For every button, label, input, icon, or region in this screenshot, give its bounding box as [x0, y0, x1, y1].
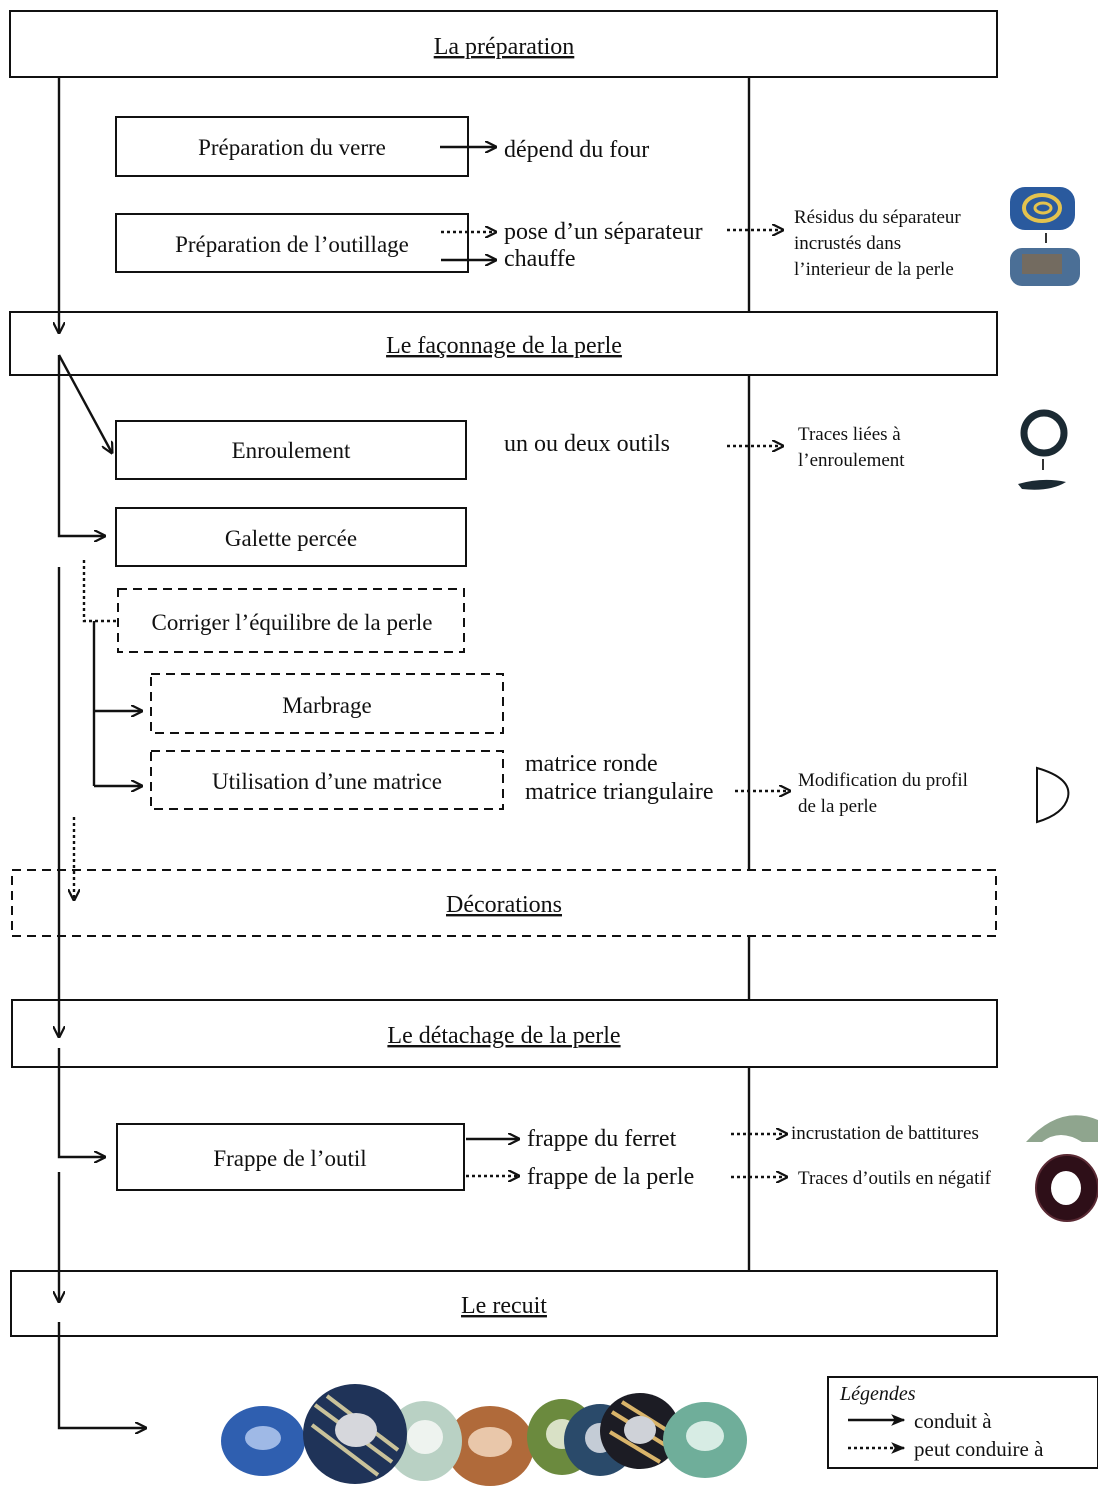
trace-residus-line3: l’interieur de la perle: [794, 259, 954, 280]
step-galette: Galette percée: [225, 526, 357, 551]
step-frappe-outil: Frappe de l’outil: [213, 1146, 366, 1171]
outcome-matrice-triangulaire: matrice triangulaire: [525, 779, 714, 805]
step-matrice: Utilisation d’une matrice: [212, 769, 442, 794]
trace-profil-line1: Modification du profil: [798, 770, 968, 791]
step-prep-outillage-box: [115, 213, 469, 273]
outcome-matrice-ronde: matrice ronde: [525, 751, 658, 777]
stage-decorations-title: Décorations: [446, 892, 562, 918]
legend: Légendes conduit à peut conduire à: [827, 1376, 1098, 1469]
stage-detachage-title: Le détachage de la perle: [387, 1023, 620, 1049]
step-prep-outillage: Préparation de l’outillage: [175, 232, 409, 257]
stage-faconnage-title: Le façonnage de la perle: [386, 333, 622, 359]
legend-title: Légendes: [839, 1383, 916, 1405]
flow-arrow: [57, 1048, 105, 1157]
bead-negatif-illustration: [1035, 1154, 1098, 1222]
trace-negatif: Traces d’outils en négatif: [798, 1168, 992, 1189]
optional-arrow: [82, 560, 132, 621]
finished-beads-illustration: [221, 1384, 747, 1486]
step-galette-box: [115, 507, 467, 567]
flow-arrow: [57, 354, 112, 453]
stage-recuit-box: [10, 1270, 998, 1337]
trace-battitures: incrustation de battitures: [791, 1123, 979, 1144]
trace-enroulement-line1: Traces liées à: [798, 424, 901, 445]
step-matrice-box: [150, 750, 504, 810]
legend-solid-label: conduit à: [914, 1409, 992, 1433]
legend-dotted-label: peut conduire à: [914, 1437, 1044, 1461]
step-enroulement-box: [115, 420, 467, 480]
trace-profil-line2: de la perle: [798, 796, 877, 817]
stage-faconnage-box: [9, 311, 998, 376]
legend-box: [827, 1376, 1098, 1469]
ring-trace-illustration: [1018, 409, 1068, 490]
trace-residus-line2: incrustés dans: [794, 233, 901, 254]
step-frappe-outil-box: [116, 1123, 465, 1191]
trace-residus-line1: Résidus du séparateur: [794, 207, 961, 228]
profile-shape-icon: [1036, 766, 1070, 824]
stage-preparation-title: La préparation: [434, 34, 575, 60]
flow-arrow: [57, 355, 105, 536]
step-marbrage: Marbrage: [282, 693, 371, 718]
outcome-separateur: pose d’un séparateur: [504, 219, 703, 245]
outcome-chauffe: chauffe: [504, 246, 576, 272]
trace-enroulement-line2: l’enroulement: [798, 450, 905, 471]
stage-decorations-box: [11, 869, 997, 937]
flow-arrow: [57, 1322, 146, 1428]
step-corriger: Corriger l’équilibre de la perle: [152, 610, 433, 635]
step-prep-verre-box: [115, 116, 469, 177]
outcome-outils: un ou deux outils: [504, 431, 670, 457]
bead-battitures-illustration: [1026, 1115, 1098, 1142]
bead-residus-illustration: [1010, 187, 1080, 286]
outcome-frappe-perle: frappe de la perle: [527, 1164, 694, 1190]
outcome-frappe-ferret: frappe du ferret: [527, 1126, 677, 1152]
step-corriger-box: [117, 588, 465, 653]
step-prep-verre: Préparation du verre: [198, 135, 386, 160]
stage-detachage-box: [11, 999, 998, 1068]
stage-recuit-title: Le recuit: [461, 1293, 547, 1319]
outcome-four: dépend du four: [504, 137, 649, 163]
step-enroulement: Enroulement: [232, 438, 351, 463]
stage-preparation-box: [9, 10, 998, 78]
step-marbrage-box: [150, 673, 504, 734]
